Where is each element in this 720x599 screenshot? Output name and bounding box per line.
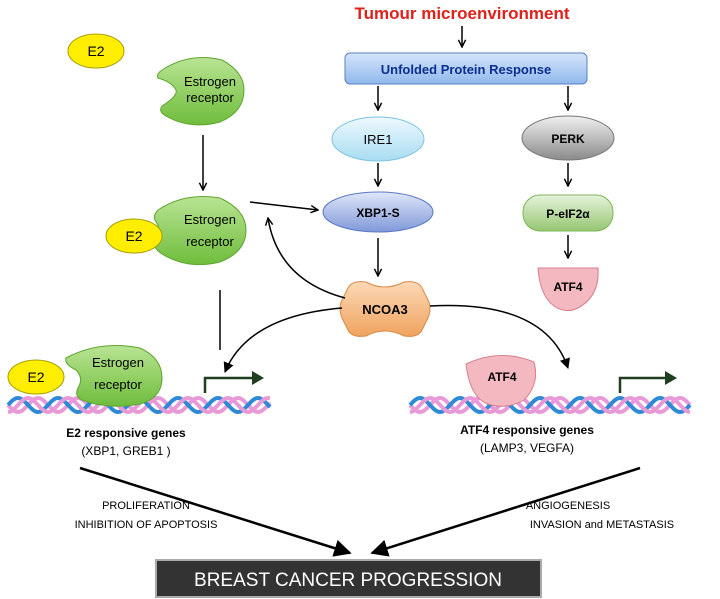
transcription-arrow-left [203, 376, 255, 393]
upr-label: Unfolded Protein Response [381, 62, 551, 77]
e2-label-top: E2 [87, 43, 104, 59]
atf4-genes-title: ATF4 responsive genes [460, 423, 594, 437]
arrow-left-to-outcome [79, 466, 352, 557]
e2-node-mid [105, 218, 163, 254]
left-effect-proliferation: PROLIFERATION [102, 500, 190, 512]
estrogen-receptor-top [157, 57, 245, 126]
xbp1s-node [322, 191, 434, 233]
atf4-node [537, 267, 599, 312]
peif2a-node [522, 194, 614, 232]
dna-right [408, 395, 692, 415]
perk-node [521, 115, 615, 161]
estrogen-receptor-mid [153, 196, 247, 266]
estrogen-receptor-mid-line2: receptor [186, 234, 234, 249]
estrogen-receptor-top-line1: Estrogen [184, 74, 236, 89]
estrogen-receptor-dna-line2: receptor [94, 377, 142, 392]
perk-label: PERK [551, 132, 585, 146]
outcome-label: BREAST CANCER PROGRESSION [194, 570, 502, 591]
arrow-ncoa3-to-atf4-genes [429, 304, 570, 369]
arrow-ncoa3-to-e2-genes [223, 307, 343, 373]
left-effect-apoptosis: INHIBITION OF APOPTOSIS [75, 519, 218, 531]
arrow-right-to-outcome [370, 466, 641, 557]
e2-label-mid: E2 [125, 228, 142, 244]
ncoa3-node [339, 281, 431, 337]
transcription-arrow-left-head [252, 371, 264, 385]
title-tumour-microenvironment: Tumour microenvironment [354, 4, 569, 23]
e2-genes-title: E2 responsive genes [66, 426, 186, 440]
estrogen-receptor-top-line2: receptor [186, 90, 234, 105]
e2-node-dna [7, 359, 65, 395]
arrow-complex-to-xbp1s [249, 201, 318, 210]
ire1-label: IRE1 [364, 132, 393, 147]
estrogen-receptor-dna-line1: Estrogen [92, 355, 144, 370]
transcription-arrow-right [618, 376, 668, 393]
e2-node-top [67, 33, 125, 69]
outcome-box [155, 559, 542, 598]
upr-box [344, 52, 588, 85]
estrogen-receptor-mid-line1: Estrogen [184, 212, 236, 227]
e2-label-dna: E2 [27, 369, 44, 385]
xbp1s-label: XBP1-S [356, 206, 399, 220]
atf4-genes-list: (LAMP3, VEGFA) [480, 441, 574, 455]
dna-strand-pink-2 [409, 395, 691, 415]
ncoa3-label: NCOA3 [362, 302, 408, 317]
right-effect-angiogenesis: ANGIOGENESIS [526, 500, 610, 512]
atf4-dna-node [465, 354, 537, 407]
e2-genes-list: (XBP1, GREB1 ) [81, 444, 170, 458]
e2-receptor-dna [65, 345, 163, 407]
atf4-label: ATF4 [553, 280, 582, 294]
peif2a-label: P-eIF2α [546, 207, 590, 221]
atf4-dna-label: ATF4 [487, 370, 516, 384]
right-effect-metastasis: INVASION and METASTASIS [530, 519, 674, 531]
arrow-ncoa3-to-complex [268, 218, 346, 299]
ire1-node [331, 116, 425, 162]
transcription-arrow-right-head [665, 371, 677, 385]
